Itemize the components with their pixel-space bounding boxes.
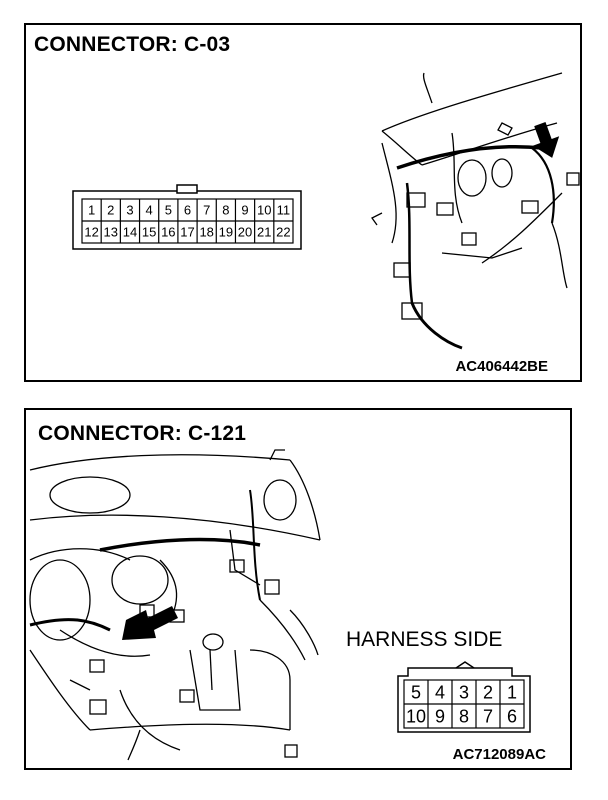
pin-number: 19 — [219, 225, 233, 240]
location-arrow-icon — [122, 606, 178, 640]
connector-c03-title: CONNECTOR: C-03 — [34, 33, 231, 56]
location-arrow-icon — [532, 122, 560, 158]
pin-number: 6 — [184, 203, 191, 218]
pin-number: 5 — [411, 682, 421, 702]
pin-number: 11 — [277, 203, 291, 218]
pin-number: 14 — [123, 225, 137, 240]
pin-number: 4 — [146, 203, 153, 218]
pin-number: 12 — [84, 225, 98, 240]
connector-c121-panel: CONNECTOR: C-121 — [24, 408, 572, 770]
pin-number: 4 — [435, 682, 445, 702]
figure-code-c03: AC406442BE — [455, 358, 548, 375]
pin-number: 10 — [406, 706, 426, 726]
pin-number: 2 — [107, 203, 114, 218]
dashboard-illustration-c121 — [29, 449, 321, 761]
figure-code-c121: AC712089AC — [452, 746, 546, 763]
pin-number: 10 — [257, 203, 271, 218]
pin-number: 17 — [180, 225, 194, 240]
pin-number: 18 — [199, 225, 213, 240]
pin-number: 22 — [276, 225, 290, 240]
pin-number: 2 — [483, 682, 493, 702]
pin-number: 1 — [88, 203, 95, 218]
connector-c121-title: CONNECTOR: C-121 — [38, 422, 247, 445]
pin-number: 7 — [483, 706, 493, 726]
harness-side-label: HARNESS SIDE — [346, 628, 503, 651]
pin-number: 20 — [238, 225, 252, 240]
pin-number: 8 — [222, 203, 229, 218]
pin-number: 9 — [435, 706, 445, 726]
pin-number: 21 — [257, 225, 271, 240]
pin-number: 7 — [203, 203, 210, 218]
pin-number: 16 — [161, 225, 175, 240]
pin-number: 13 — [104, 225, 118, 240]
pin-number: 3 — [459, 682, 469, 702]
pin-number: 5 — [165, 203, 172, 218]
dashboard-illustration-c03 — [371, 72, 580, 350]
pin-number: 3 — [126, 203, 133, 218]
pin-number: 1 — [507, 682, 517, 702]
pin-number: 6 — [507, 706, 517, 726]
pin-number: 8 — [459, 706, 469, 726]
pin-number: 15 — [142, 225, 156, 240]
pin-number: 9 — [241, 203, 248, 218]
